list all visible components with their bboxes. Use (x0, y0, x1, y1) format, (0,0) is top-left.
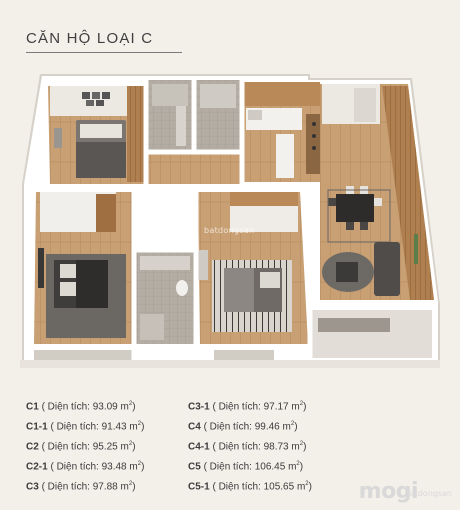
area-item: C2 ( Diện tích: 95.25 m2) (26, 436, 188, 452)
unit-superscript: 2 (137, 421, 142, 427)
brand-subtext: batdongsan (404, 489, 452, 498)
area-close: ) (303, 401, 307, 413)
area-label: ( Diện tích: 97.17 m (209, 401, 300, 413)
area-close: ) (141, 461, 145, 473)
area-code: C3 (26, 481, 39, 493)
area-code: C2 (26, 441, 39, 453)
area-label: ( Diện tích: 105.65 m (209, 481, 306, 493)
area-close: ) (308, 481, 312, 493)
area-code: C2-1 (26, 461, 48, 473)
area-label: ( Diện tích: 91.43 m (47, 421, 138, 433)
area-label: ( Diện tích: 98.73 m (209, 441, 300, 453)
area-close: ) (303, 441, 307, 453)
area-close: ) (294, 421, 298, 433)
unit-superscript: 2 (299, 441, 304, 447)
area-label: ( Diện tích: 95.25 m (38, 441, 129, 453)
area-code: C3-1 (188, 401, 210, 413)
area-item: C4-1 ( Diện tích: 98.73 m2) (188, 436, 388, 452)
mogi-logo: mogi (358, 479, 419, 504)
area-label: ( Diện tích: 106.45 m (200, 461, 297, 473)
area-close: ) (141, 421, 145, 433)
area-label: ( Diện tích: 97.88 m (38, 481, 129, 493)
watermark-text: batdongsan (204, 226, 255, 235)
area-code: C4-1 (188, 441, 210, 453)
floorplan-illustration (20, 74, 440, 368)
area-item: C1-1 ( Diện tích: 91.43 m2) (26, 416, 188, 432)
unit-superscript: 2 (137, 461, 142, 467)
area-label: ( Diện tích: 99.46 m (200, 421, 291, 433)
title-divider (26, 52, 182, 53)
area-code: C5-1 (188, 481, 210, 493)
area-close: ) (132, 481, 136, 493)
area-close: ) (132, 441, 136, 453)
page-title: CĂN HỘ LOẠI C (26, 30, 154, 47)
area-close: ) (132, 401, 136, 413)
unit-superscript: 2 (305, 481, 309, 487)
area-close: ) (299, 461, 304, 473)
unit-superscript: 2 (128, 401, 133, 407)
area-item: C5-1 ( Diện tích: 105.65 m2) (188, 476, 388, 492)
area-code: C1-1 (26, 421, 48, 433)
area-item: C1 ( Diện tích: 93.09 m2) (26, 396, 188, 412)
area-item: C2-1 ( Diện tích: 93.48 m2) (26, 456, 188, 472)
unit-superscript: 2 (299, 401, 304, 407)
area-item: C5 ( Diện tích: 106.45 m2) (188, 456, 388, 472)
unit-superscript: 2 (128, 481, 133, 487)
area-code: C4 (188, 421, 201, 433)
area-list: C1 ( Diện tích: 93.09 m2) C3-1 ( Diện tí… (26, 396, 446, 492)
unit-superscript: 2 (128, 441, 133, 447)
area-label: ( Diện tích: 93.09 m (38, 401, 129, 413)
area-item: C3-1 ( Diện tích: 97.17 m2) (188, 396, 388, 412)
unit-superscript: 2 (296, 461, 300, 467)
area-code: C1 (26, 401, 39, 413)
area-label: ( Diện tích: 93.48 m (47, 461, 138, 473)
area-item: C4 ( Diện tích: 99.46 m2) (188, 416, 388, 432)
unit-superscript: 2 (290, 421, 295, 427)
area-item: C3 ( Diện tích: 97.88 m2) (26, 476, 188, 492)
area-code: C5 (188, 461, 201, 473)
